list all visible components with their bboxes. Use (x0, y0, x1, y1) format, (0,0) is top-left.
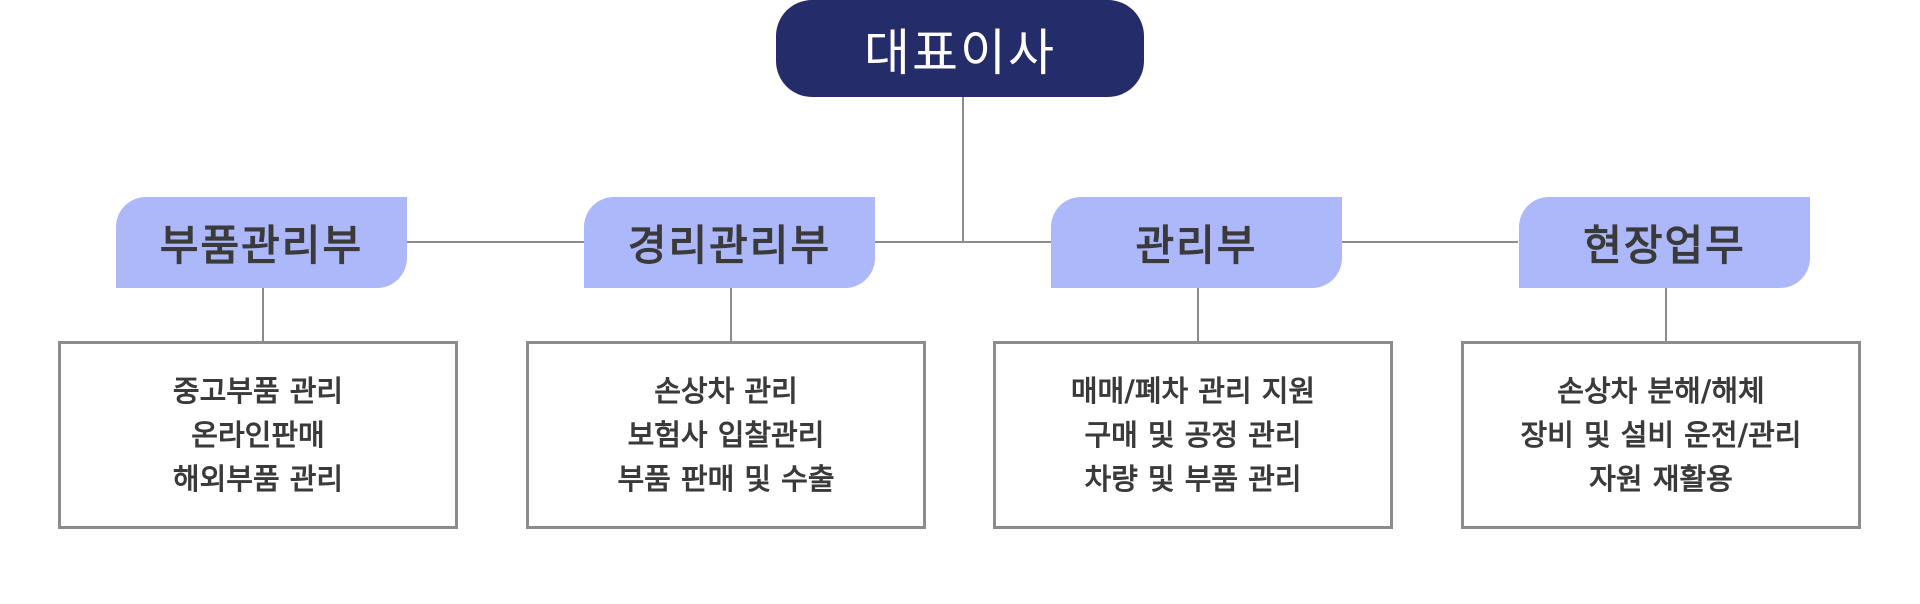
duty-item: 장비 및 설비 운전/관리 (1520, 418, 1802, 452)
duty-item: 온라인판매 (191, 418, 325, 452)
duty-item: 해외부품 관리 (172, 462, 344, 496)
duty-item: 매매/폐차 관리 지원 (1070, 374, 1316, 408)
duty-box-management: 매매/폐차 관리 지원 구매 및 공정 관리 차량 및 부품 관리 (993, 341, 1393, 529)
duty-box-parts: 중고부품 관리 온라인판매 해외부품 관리 (58, 341, 458, 529)
duty-item: 손상차 관리 (654, 374, 798, 408)
duty-item: 중고부품 관리 (172, 374, 344, 408)
department-box-management: 관리부 (1051, 197, 1342, 288)
duty-item: 부품 판매 및 수출 (617, 462, 835, 496)
duty-item: 차량 및 부품 관리 (1084, 462, 1302, 496)
connector-ceo-vertical (962, 97, 964, 242)
department-label: 관리부 (1135, 221, 1258, 270)
connector-dept-2-duty (730, 288, 732, 341)
duty-box-field: 손상차 분해/해체 장비 및 설비 운전/관리 자원 재활용 (1461, 341, 1861, 529)
department-box-field: 현장업무 (1519, 197, 1810, 288)
ceo-label: 대표이사 (864, 23, 1056, 82)
duty-item: 보험사 입찰관리 (627, 418, 825, 452)
connector-dept-1-duty (262, 288, 264, 341)
connector-dept-3-duty (1197, 288, 1199, 341)
duty-item: 구매 및 공정 관리 (1084, 418, 1302, 452)
department-label: 부품관리부 (159, 221, 364, 270)
duty-item: 손상차 분해/해체 (1557, 374, 1765, 408)
duty-box-accounting: 손상차 관리 보험사 입찰관리 부품 판매 및 수출 (526, 341, 926, 529)
connector-dept-4-duty (1665, 288, 1667, 341)
department-box-parts: 부품관리부 (116, 197, 407, 288)
ceo-box: 대표이사 (776, 0, 1144, 97)
connector-horizontal-bus (406, 241, 1518, 243)
department-label: 현장업무 (1583, 221, 1746, 270)
department-box-accounting: 경리관리부 (584, 197, 875, 288)
duty-item: 자원 재활용 (1589, 462, 1733, 496)
department-label: 경리관리부 (627, 221, 832, 270)
